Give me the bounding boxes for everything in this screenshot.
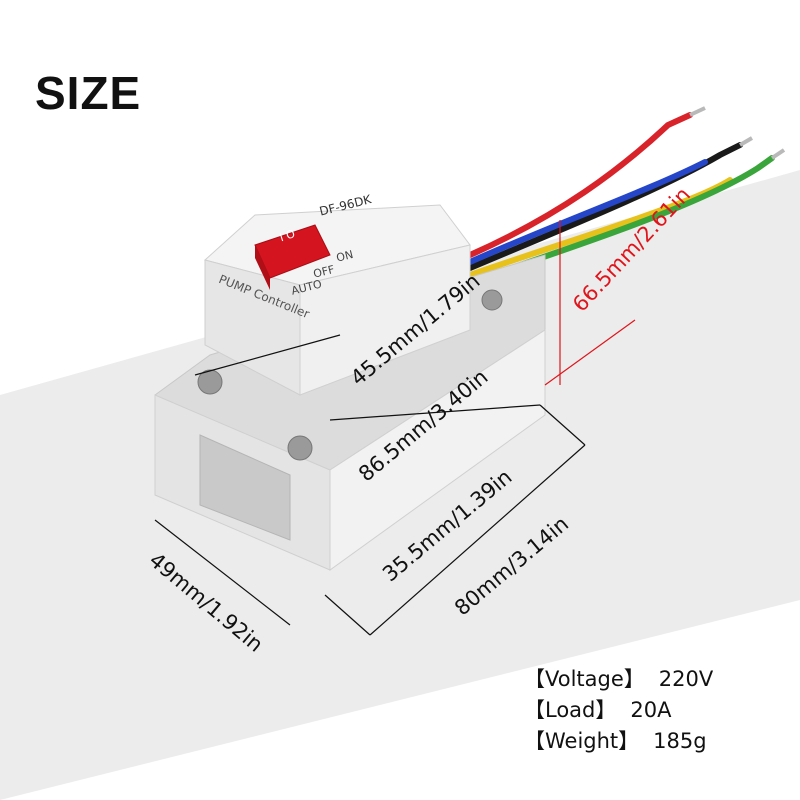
wire-red [467, 112, 693, 258]
red-dimension-lines [544, 220, 636, 386]
wire-tips [689, 106, 786, 160]
spec-label: 【Weight】 [524, 729, 640, 753]
page-title: SIZE [35, 67, 142, 119]
top-module [203, 204, 471, 396]
spec-list: 【Voltage】 220V 【Load】 20A 【Weight】 185g [524, 664, 713, 757]
spec-voltage: 【Voltage】 220V [524, 664, 713, 695]
spec-label: 【Load】 [524, 698, 617, 722]
spec-value: 220V [658, 667, 714, 691]
wire-blue [467, 159, 708, 265]
spec-weight: 【Weight】 185g [524, 726, 713, 757]
spec-label: 【Voltage】 [524, 667, 645, 691]
dimension-lines [154, 334, 586, 636]
spec-value: 20A [630, 698, 672, 722]
spec-load: 【Load】 20A [524, 695, 713, 726]
spec-value: 185g [653, 729, 707, 753]
